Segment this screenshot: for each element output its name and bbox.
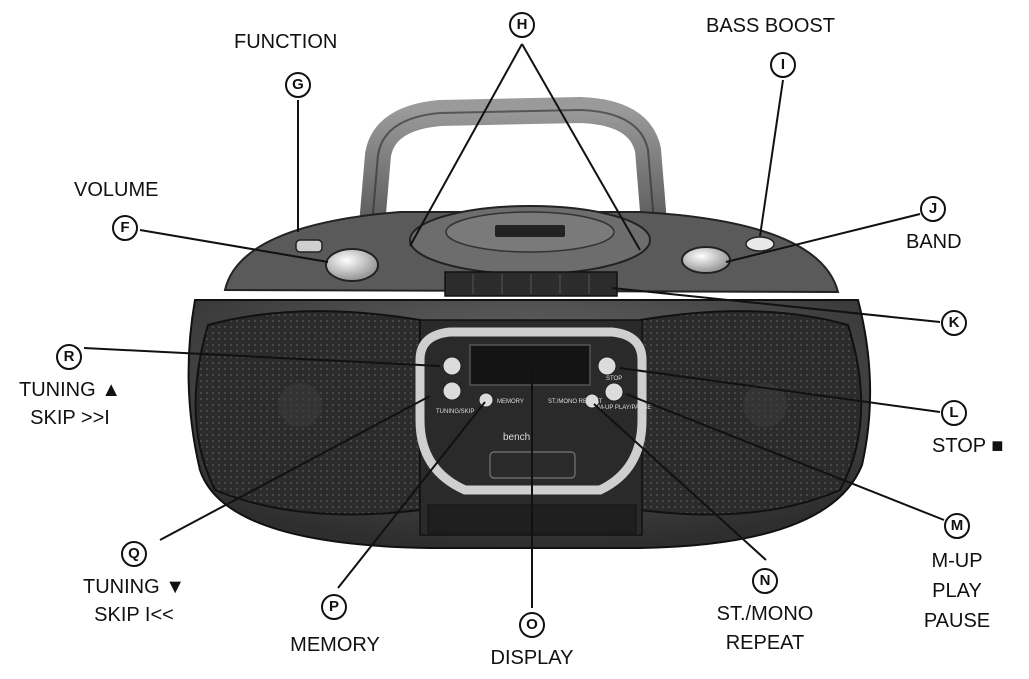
label-display: DISPLAY — [490, 647, 574, 669]
label-pause: PAUSE — [923, 610, 991, 632]
tuning-down-button[interactable] — [442, 381, 462, 401]
badge-l: L — [941, 400, 967, 426]
memory-caption: MEMORY — [497, 399, 524, 405]
badge-m: M — [944, 513, 970, 539]
badge-j: J — [920, 196, 946, 222]
m-up-play-pause-caption: M-UP PLAY/PAUSE — [598, 405, 651, 411]
stop-button[interactable] — [597, 356, 617, 376]
label-play: PLAY — [932, 580, 982, 602]
lcd-display — [469, 344, 591, 386]
label-bass-boost: BASS BOOST — [706, 15, 835, 37]
badge-p: P — [321, 594, 347, 620]
badge-k: K — [941, 310, 967, 336]
badge-h: H — [509, 12, 535, 38]
label-skip-next: SKIP >>I — [30, 407, 110, 429]
label-skip-prev: SKIP I<< — [94, 604, 174, 626]
play-pause-button[interactable] — [604, 382, 624, 402]
label-tuning-up: TUNING ▲ — [18, 379, 121, 401]
volume-knob[interactable] — [325, 248, 379, 282]
badge-i: I — [770, 52, 796, 78]
st-mono-repeat-caption: ST./MONO REPEAT — [548, 399, 603, 405]
label-tuning-down: TUNING ▼ — [82, 576, 185, 598]
memory-button[interactable] — [478, 392, 494, 408]
label-st-mono: ST./MONO — [716, 603, 814, 625]
label-volume: VOLUME — [74, 179, 159, 201]
badge-q: Q — [121, 541, 147, 567]
label-memory: MEMORY — [290, 634, 380, 656]
tuning-up-button[interactable] — [442, 356, 462, 376]
label-m-up: M-UP — [931, 550, 983, 572]
function-switch[interactable] — [295, 239, 323, 253]
badge-n: N — [752, 568, 778, 594]
label-repeat: REPEAT — [725, 632, 805, 654]
label-stop: STOP ■ — [932, 435, 1004, 457]
badge-o: O — [519, 612, 545, 638]
band-knob[interactable] — [681, 246, 731, 274]
tuning-skip-caption: TUNING/SKIP — [436, 409, 474, 415]
badge-r: R — [56, 344, 82, 370]
stop-caption: STOP — [606, 376, 622, 382]
brand-logo: bench — [503, 432, 530, 443]
badge-g: G — [285, 72, 311, 98]
badge-f: F — [112, 215, 138, 241]
cassette-keys[interactable] — [444, 271, 618, 297]
main-body: TUNING/SKIP MEMORY ST./MONO REPEAT STOP … — [187, 299, 872, 549]
carry-handle — [359, 97, 668, 237]
label-function: FUNCTION — [234, 31, 338, 53]
label-band: BAND — [906, 231, 962, 253]
top-deck — [223, 205, 840, 297]
bass-boost-button[interactable] — [745, 236, 775, 252]
callout-lines — [83, 43, 945, 608]
